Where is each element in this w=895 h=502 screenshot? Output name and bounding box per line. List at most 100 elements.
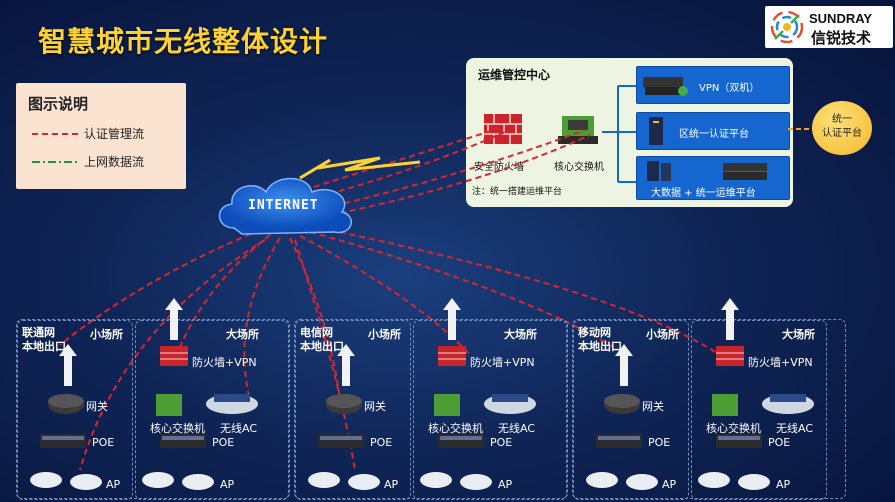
access-point-icon-c-telecom	[420, 472, 452, 488]
access-point-icon-d-unicom	[182, 474, 214, 490]
access-point-icon-a-telecom	[308, 472, 340, 488]
auth-flow-paths	[59, 127, 721, 471]
core-switch-label-unicom: 核心交换机	[150, 422, 205, 435]
gateway-label-mobile: 网关	[642, 400, 664, 413]
logo-english: SUNDRAY	[809, 11, 873, 26]
ap-label-large-mobile: AP	[776, 478, 791, 491]
poe-label-large-telecom: POE	[490, 436, 513, 449]
small-venue-label-unicom: 小场所	[90, 328, 123, 341]
uplink-arrow-small-telecom	[337, 344, 355, 386]
venue-firewall-icon-unicom	[160, 346, 188, 366]
poe-label-unicom: POE	[92, 436, 115, 449]
poe-label-telecom: POE	[370, 436, 393, 449]
firewall-vpn-label-mobile: 防火墙+VPN	[748, 356, 813, 369]
ap-label-large-unicom: AP	[220, 478, 235, 491]
venue-firewall-icon-telecom	[438, 346, 466, 366]
small-venue-telecom	[295, 320, 411, 500]
ap-label-small-telecom: AP	[384, 478, 399, 491]
large-venue-label-mobile: 大场所	[782, 328, 815, 341]
poe-label-mobile: POE	[648, 436, 671, 449]
wireless-ac-label-unicom: 无线AC	[220, 422, 258, 435]
poe-label-large-mobile: POE	[768, 436, 791, 449]
gateway-label-unicom: 网关	[86, 400, 108, 413]
control-center-note: 注：统一搭建运维平台	[472, 187, 563, 197]
vpn-platform-box: VPN（双机）	[636, 66, 790, 104]
wireless-ac-label-mobile: 无线AC	[776, 422, 814, 435]
logo-chinese: 信锐技术	[811, 29, 872, 47]
data-flow-line-icon	[32, 160, 78, 163]
large-venue-telecom	[413, 320, 567, 500]
sundray-logo-icon	[770, 10, 804, 44]
unified-auth-link	[788, 128, 814, 130]
large-venue-label-unicom: 大场所	[226, 328, 259, 341]
uplink-arrow-small-mobile	[615, 344, 633, 386]
bigdata-platform-box: 大数据 + 统一运维平台	[636, 156, 790, 200]
access-point-icon-d-telecom	[460, 474, 492, 490]
firewall-vpn-label-telecom: 防火墙+VPN	[470, 356, 535, 369]
access-point-icon-b-mobile	[626, 474, 658, 490]
internet-label: INTERNET	[248, 198, 319, 213]
legend-title: 图示说明	[28, 95, 89, 113]
legend-label-auth: 认证管理流	[84, 127, 145, 141]
region-telecom	[294, 319, 568, 500]
core-switch-label-mobile: 核心交换机	[706, 422, 761, 435]
auth-platform-box: 区统一认证平台	[636, 112, 790, 150]
uplink-arrow-large-mobile	[721, 298, 739, 340]
ap-label-large-telecom: AP	[498, 478, 513, 491]
small-venue-mobile	[573, 320, 689, 500]
legend-panel: 图示说明 认证管理流 上网数据流	[16, 83, 186, 189]
venue-core-switch-icon-telecom	[434, 394, 460, 416]
auth-flow-line-icon	[32, 132, 78, 135]
ops-control-center: 运维管控中心 安全防火墙 核心交换机 注：统一搭建运维平台 VPN（双机） 区统…	[466, 58, 793, 207]
core-switch-label-telecom: 核心交换机	[428, 422, 483, 435]
uplink-arrow-large-unicom	[165, 298, 183, 340]
venue-core-switch-icon-mobile	[712, 394, 738, 416]
large-venue-mobile	[691, 320, 827, 500]
access-point-icon-c-mobile	[698, 472, 730, 488]
access-point-icon-a-mobile	[586, 472, 618, 488]
access-point-icon-b-unicom	[70, 474, 102, 490]
core-switch-icon	[558, 116, 598, 144]
access-point-icon-b-telecom	[348, 474, 380, 490]
exit-label-mobile: 本地出口	[578, 340, 622, 353]
small-venue-unicom	[17, 320, 133, 500]
large-venue-label-telecom: 大场所	[504, 328, 537, 341]
venue-firewall-icon-mobile	[716, 346, 744, 366]
unified-auth-line2: 认证平台	[822, 128, 862, 139]
unified-auth-platform: 统一 认证平台	[812, 101, 872, 155]
vpn-platform-label: VPN（双机）	[699, 83, 760, 94]
region-mobile	[572, 319, 846, 500]
ap-label-small-mobile: AP	[662, 478, 677, 491]
legend-item-auth: 认证管理流	[32, 125, 144, 142]
legend-item-data: 上网数据流	[32, 153, 144, 170]
control-center-title: 运维管控中心	[478, 68, 551, 82]
platform-connector	[602, 85, 636, 183]
small-venue-label-mobile: 小场所	[646, 328, 679, 341]
uplink-arrow-small-unicom	[59, 344, 77, 386]
small-venue-label-telecom: 小场所	[368, 328, 401, 341]
page-title: 智慧城市无线整体设计	[38, 25, 329, 58]
venue-core-switch-icon-unicom	[156, 394, 182, 416]
carrier-label-unicom: 联通网	[22, 326, 55, 339]
access-point-icon-d-mobile	[738, 474, 770, 490]
bigdata-platform-label: 大数据 + 统一运维平台	[651, 188, 756, 199]
bigdata-server-icon	[647, 161, 767, 181]
unified-auth-line1: 统一	[832, 114, 852, 125]
security-firewall-label: 安全防火墙	[474, 162, 524, 173]
vpn-server-icon	[643, 77, 688, 96]
uplink-arrow-large-telecom	[443, 298, 461, 340]
access-point-icon-c-unicom	[142, 472, 174, 488]
legend-label-data: 上网数据流	[84, 155, 145, 169]
carrier-label-mobile: 移动网	[578, 326, 611, 339]
gateway-label-telecom: 网关	[364, 400, 386, 413]
exit-label-telecom: 本地出口	[300, 340, 344, 353]
auth-platform-label: 区统一认证平台	[679, 129, 749, 140]
region-unicom	[16, 319, 290, 500]
core-switch-label: 核心交换机	[554, 162, 604, 173]
poe-label-large-unicom: POE	[212, 436, 235, 449]
ap-label-small-unicom: AP	[106, 478, 121, 491]
auth-server-icon	[649, 117, 663, 145]
exit-label-unicom: 本地出口	[22, 340, 66, 353]
